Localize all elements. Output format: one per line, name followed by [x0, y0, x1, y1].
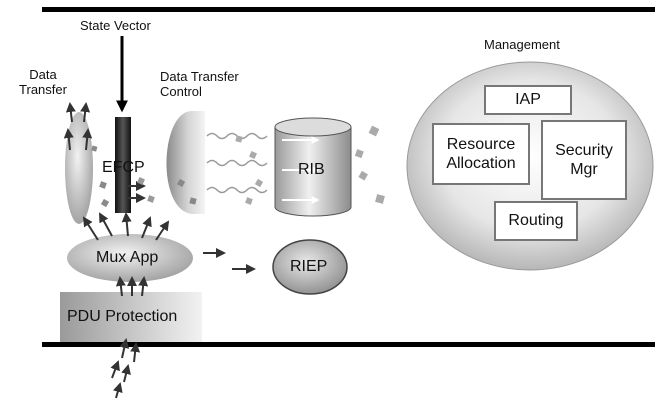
particle — [249, 151, 257, 159]
data-transfer-ellipse — [65, 112, 93, 224]
particle — [189, 197, 197, 205]
riep-ellipse — [272, 239, 348, 295]
particle — [137, 177, 145, 185]
signal-wave-3 — [206, 186, 268, 194]
signal-wave-2 — [206, 159, 268, 167]
inbound-arrow-5 — [112, 382, 123, 399]
resource-allocation-label-line-2: Allocation — [446, 155, 516, 172]
data-transfer-out-arrow-4 — [82, 128, 93, 151]
data-transfer-out-arrow-3 — [63, 128, 74, 151]
mux-up-arrow-5 — [155, 220, 170, 241]
routing-label: Routing — [508, 212, 564, 230]
mux-up-arrow-3 — [121, 212, 132, 237]
resource-allocation-box: Resource Allocation — [432, 123, 530, 185]
mux-app-ellipse — [67, 234, 193, 282]
pdu-protection-box — [60, 292, 202, 342]
iap-box: IAP — [484, 85, 572, 115]
pdu-to-mux-arrow-3 — [138, 276, 149, 297]
routing-box: Routing — [494, 201, 578, 241]
particle — [176, 178, 186, 188]
mux-up-arrow-4 — [141, 216, 152, 239]
data-transfer-control-label-line-2: Control — [160, 83, 202, 99]
particle — [235, 135, 243, 143]
resource-allocation-label: Resource Allocation — [446, 135, 515, 173]
inbound-arrow-3 — [110, 360, 120, 379]
resource-allocation-label-line-1: Resource — [446, 135, 516, 153]
efcp-label: EFCP — [102, 159, 145, 176]
security-mgr-label-line-1: Security — [555, 141, 613, 159]
management-label: Management — [484, 37, 560, 52]
particle — [100, 198, 110, 208]
security-mgr-label: Security Mgr — [555, 141, 613, 179]
mux-app-label: Mux App — [96, 249, 159, 266]
data-transfer-label-line-2: Transfer — [19, 81, 67, 97]
top-boundary-line — [42, 7, 655, 12]
particle — [254, 178, 264, 188]
rib-cylinder-top — [274, 117, 352, 137]
data-transfer-out-arrow-1 — [65, 102, 76, 123]
data-transfer-out-arrow-2 — [80, 102, 91, 123]
inbound-arrow-2 — [130, 342, 141, 363]
particle — [245, 197, 253, 205]
rib-label: RIB — [298, 161, 325, 178]
security-mgr-box: Security Mgr — [541, 120, 627, 200]
inbound-arrow-1 — [119, 338, 130, 359]
particle — [99, 181, 107, 189]
data-transfer-control-label: Data Transfer Control — [160, 69, 239, 100]
particle — [147, 195, 155, 203]
security-mgr-label-line-2: Mgr — [570, 161, 598, 178]
iap-label: IAP — [515, 91, 541, 109]
data-transfer-label: Data Transfer — [6, 67, 80, 98]
particle — [91, 145, 98, 152]
state-vector-label: State Vector — [80, 18, 151, 33]
particle — [368, 125, 380, 137]
data-transfer-control-shape — [166, 111, 205, 214]
mux-up-arrow-1 — [82, 216, 99, 241]
bottom-boundary-line — [42, 342, 655, 347]
particle — [375, 194, 385, 204]
data-transfer-label-line-1: Data — [29, 67, 57, 82]
mux-up-arrow-2 — [99, 212, 113, 237]
pdu-protection-label: PDU Protection — [67, 308, 178, 325]
particle — [358, 170, 368, 181]
pdu-to-mux-arrow-1 — [115, 276, 126, 297]
inbound-arrow-4 — [121, 364, 131, 383]
efcp-bar — [115, 117, 131, 213]
particle — [354, 149, 364, 159]
management-ellipse — [406, 61, 654, 271]
riep-label: RIEP — [290, 258, 328, 275]
data-transfer-control-label-line-1: Data Transfer — [160, 69, 239, 84]
